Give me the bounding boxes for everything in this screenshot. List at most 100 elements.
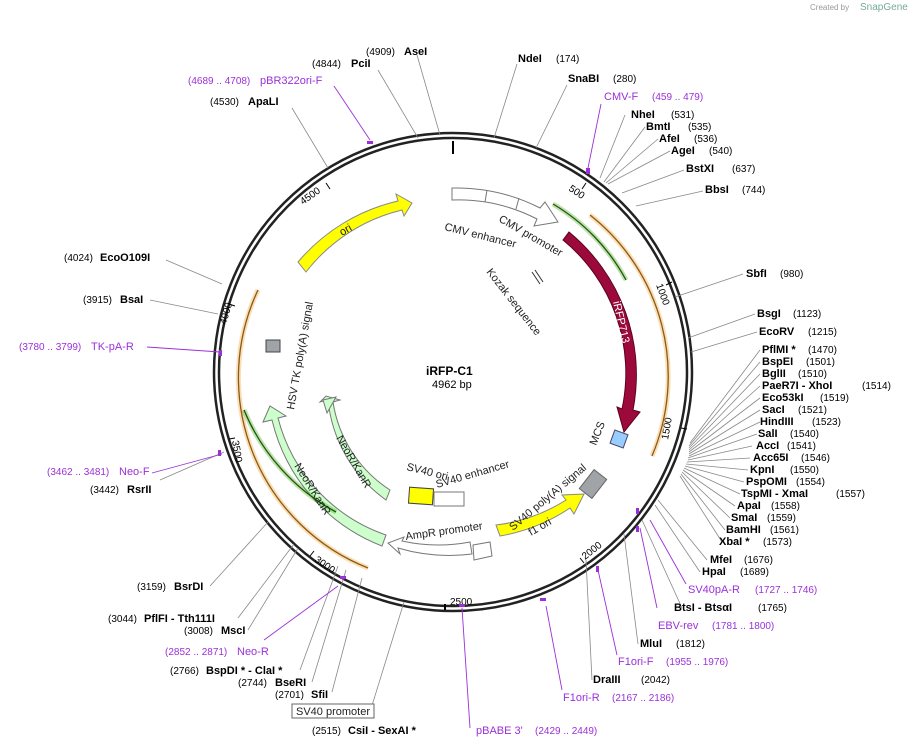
primer-name: TK-pA-R — [91, 341, 134, 353]
site-pos: (1523) — [812, 417, 841, 428]
site-pos: (3044) — [108, 614, 137, 625]
site-name: AccI — [756, 440, 779, 452]
site-pos: (980) — [780, 269, 803, 280]
site-pos: (1519) — [820, 393, 849, 404]
site-pos: (540) — [709, 146, 732, 157]
site-pos: (2744) — [238, 678, 267, 689]
mcs-box — [609, 429, 629, 449]
site-pos: (2701) — [275, 690, 304, 701]
neo-outer-arrow — [262, 405, 387, 547]
primer-pos: (1781 .. 1800) — [712, 621, 774, 632]
site-name: SnaBI — [568, 73, 599, 85]
primer-pos: (2167 .. 2186) — [612, 693, 674, 704]
site-name: BsrDI — [174, 581, 203, 593]
site-name: AgeI — [671, 145, 695, 157]
site-name: BmtI — [646, 121, 670, 133]
site-name: Acc65I — [753, 452, 788, 464]
sv40-enhancer-box — [433, 491, 465, 507]
site-pos: (535) — [688, 122, 711, 133]
site-pos: (1573) — [763, 537, 792, 548]
site-name: ApaI — [737, 500, 761, 512]
credit-label: Created by — [810, 3, 849, 12]
tick-label: 4000 — [218, 301, 235, 326]
site-name: BspDI * - ClaI * — [206, 665, 283, 677]
hsv-tk-label: HSV TK poly(A) signal — [285, 301, 316, 411]
restriction-site-labels: (4909) AseI (4844) PciI (4530) ApaLI Nde… — [64, 46, 891, 737]
site-pos: (1765) — [758, 603, 787, 614]
site-name: MfeI — [710, 554, 732, 566]
site-pos: (4909) — [366, 47, 395, 58]
neo-inner-arrow — [318, 395, 391, 501]
site-pos: (744) — [742, 185, 765, 196]
irfp-arrow — [562, 231, 641, 434]
site-name: XbaI * — [719, 536, 750, 548]
site-pos: (1521) — [798, 405, 827, 416]
site-pos: (2042) — [641, 675, 670, 686]
site-name: BtsI - BtsαI — [674, 602, 732, 614]
site-pos: (1510) — [798, 369, 827, 380]
plasmid-name: iRFP-C1 — [426, 364, 473, 378]
neo-inner-label: NeoR/KanR — [333, 434, 373, 491]
site-name: BbsI — [705, 184, 729, 196]
site-name: PaeR7I - XhoI — [762, 380, 832, 392]
hsv-tk-box — [265, 339, 281, 353]
primer-name: CMV-F — [604, 91, 639, 103]
site-pos: (2515) — [312, 726, 341, 737]
site-name: SbfI — [746, 268, 767, 280]
site-pos: (3915) — [83, 295, 112, 306]
site-leader-lines — [149, 54, 761, 713]
site-name: NdeI — [518, 53, 542, 65]
site-pos: (1541) — [787, 441, 816, 452]
site-pos: (1215) — [808, 327, 837, 338]
primer-name: Neo-R — [237, 646, 269, 658]
site-name: MluI — [640, 638, 662, 650]
neo-outer-label: NeoR/KanR — [291, 461, 332, 517]
site-name: CsiI - SexAI * — [348, 725, 417, 737]
sv40-ori-box — [407, 486, 435, 506]
site-pos: (4530) — [210, 97, 239, 108]
primer-name: EBV-rev — [658, 620, 699, 632]
site-pos: (1123) — [793, 309, 821, 320]
primer-name: F1ori-R — [563, 692, 600, 704]
mcs-label: MCS — [588, 420, 608, 447]
kozak-label: Kozak sequence — [484, 266, 544, 337]
site-pos: (1514) — [862, 381, 891, 392]
features — [235, 187, 671, 571]
site-pos: (1561) — [770, 525, 799, 536]
primer-pos: (4689 .. 4708) — [188, 76, 250, 87]
site-name: BamHI — [726, 524, 761, 536]
primer-pos: (3780 .. 3799) — [19, 342, 81, 353]
site-name: AseI — [404, 46, 427, 58]
site-name: PspOMI — [746, 476, 787, 488]
primer-name: F1ori-F — [618, 656, 654, 668]
primer-name: pBR322ori-F — [260, 75, 323, 87]
site-pos: (3442) — [90, 485, 119, 496]
backbone-inner-ring — [217, 136, 689, 608]
site-pos: (1501) — [806, 357, 835, 368]
site-pos: (174) — [556, 54, 579, 65]
site-name: BsgI — [757, 308, 781, 320]
site-pos: (1550) — [790, 465, 819, 476]
site-name: BseRI — [275, 677, 306, 689]
tick-label: 3500 — [229, 440, 244, 464]
f1-ori-arrow — [495, 493, 585, 537]
site-pos: (1812) — [676, 639, 705, 650]
site-name: ApaLI — [248, 96, 279, 108]
primer-leader-lines — [146, 85, 687, 729]
site-pos: (1558) — [771, 501, 800, 512]
site-name: EcoRV — [759, 326, 795, 338]
site-name: DraIII — [593, 674, 621, 686]
site-name: HpaI — [702, 566, 726, 578]
primer-pos: (3462 .. 3481) — [47, 467, 109, 478]
site-name: TspMI - XmaI — [741, 488, 808, 500]
site-name: SacI — [762, 404, 785, 416]
site-name: RsrII — [127, 484, 151, 496]
site-pos: (4024) — [64, 253, 93, 264]
site-name: BstXI — [686, 163, 714, 175]
ampr-promoter-label: AmpR promoter — [405, 520, 484, 543]
sv40-promoter-box — [291, 703, 375, 719]
primer-name: pBABE 3' — [476, 725, 523, 737]
site-name: SfiI — [311, 689, 328, 701]
site-pos: (3159) — [137, 582, 166, 593]
